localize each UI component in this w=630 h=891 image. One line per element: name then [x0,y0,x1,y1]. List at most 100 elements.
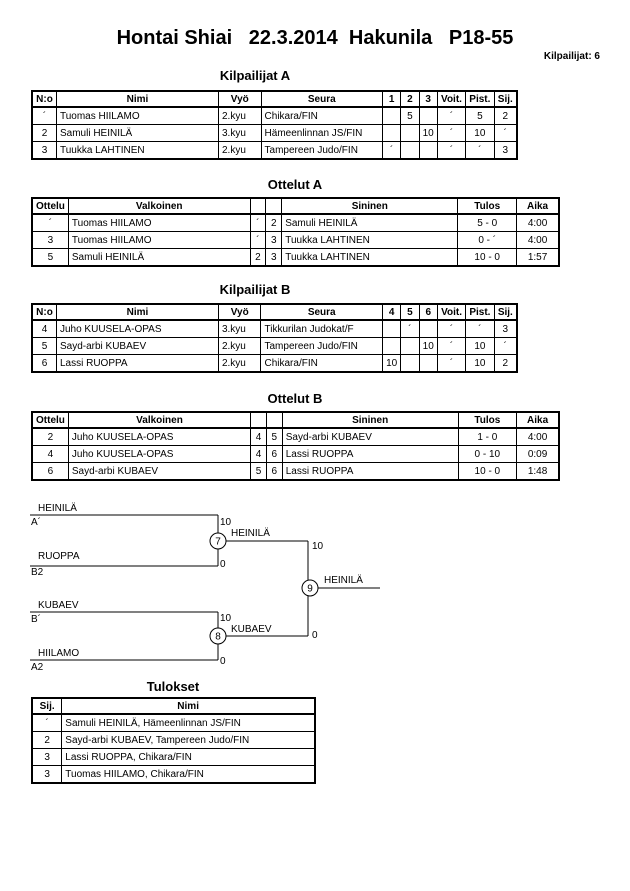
final-winner: HEINILÄ [324,574,363,586]
column-header: Vyö [218,90,262,108]
m8-bottom-name: HIILAMO [38,648,79,659]
table-cell: Lassi RUOPPA [281,462,459,481]
table-cell [381,337,402,355]
table-cell: 0 - ´ [457,231,518,249]
column-header: Ottelu [31,411,69,429]
table-cell: Lassi RUOPPA [55,354,219,373]
table-cell [418,319,438,338]
column-header: Sij. [493,303,518,321]
table-cell: 4 [31,319,57,338]
column-header: Seura [260,303,383,321]
table-cell [382,124,402,142]
table-cell: 5 [465,106,495,125]
column-header: Nimi [55,303,219,321]
column-header: 5 [400,303,420,321]
table-cell: 1:48 [516,462,560,481]
table-cell: 3 [493,141,518,160]
column-header: Aika [516,411,560,429]
table-cell: Tampereen Judo/FIN [260,141,384,160]
table-cell: ´ [31,213,69,232]
table-cell: 3 [265,231,283,249]
table-cell: 5 [265,427,283,446]
table-cell: ´ [465,319,495,338]
column-header: Nimi [55,90,220,108]
table-cell: ´ [382,141,402,160]
column-header: Sininen [281,411,459,429]
table-cell: ´ [436,124,467,142]
column-header: Voit. [436,90,467,108]
table-cell: 4 [250,445,267,463]
column-header: 3 [418,90,438,108]
table-cell: ´ [436,319,467,338]
final-bottom-score: 0 [312,630,318,641]
table-cell [381,319,402,338]
table-cell: Lassi RUOPPA, Chikara/FIN [61,748,316,766]
table-cell: 10 [381,354,402,373]
m7-top-seed: A´ [31,516,41,528]
table-cell: 4 [31,445,69,463]
table-cell: Samuli HEINILÄ [55,124,220,142]
table-cell: Chikara/FIN [260,354,383,373]
column-header: Valkoinen [67,411,252,429]
table-cell [418,106,438,125]
table-cell: Samuli HEINILÄ, Hämeenlinnan JS/FIN [61,713,316,732]
table-cell: 10 [418,337,438,355]
table-cell: ´ [493,337,518,355]
table-cell: ´ [493,124,518,142]
column-header: Vyö [217,303,262,321]
table-cell [400,124,420,142]
table-cell: ´ [249,231,267,249]
column-header [249,197,267,215]
table-cell [400,141,420,160]
table-cell: ´ [249,213,267,232]
table-cell: Tuomas HIILAMO [55,106,220,125]
result-row: ´Samuli HEINILÄ, Hämeenlinnan JS/FIN [31,713,316,732]
table-cell: ´ [465,141,495,160]
table-cell: 1:57 [516,248,560,267]
m7-bottom-score: 0 [220,559,226,570]
results-title: Tulokset [146,679,200,694]
column-header: Pist. [465,90,495,108]
m8-top-score: 10 [220,613,232,624]
table-cell: 3.kyu [218,124,262,142]
table-cell: 3 [31,765,63,784]
m7-number: 7 [215,537,221,548]
table-cell: 10 [465,354,495,373]
column-header: N:o [31,90,57,108]
column-header: 2 [400,90,420,108]
m8-top-seed: B´ [31,613,41,625]
final-number: 9 [307,584,313,595]
table-cell: 0:09 [516,445,560,463]
column-header [250,411,267,429]
column-header: Sij. [31,697,63,715]
table-cell: 3 [31,141,57,160]
column-header: Aika [516,197,560,215]
table-cell: 3 [265,248,283,267]
column-header [265,197,283,215]
final-top-score: 10 [312,541,324,552]
table-cell: Juho KUUSELA-OPAS [67,427,252,446]
table-cell: 6 [265,462,283,481]
page-title: Hontai Shiai 22.3.2014 Hakunila P18-55 [116,27,514,49]
table-cell: Sayd-arbi KUBAEV [67,462,252,481]
table-cell: Tampereen Judo/FIN [260,337,383,355]
table-cell: 2 [31,731,63,749]
table-cell: 2 [31,124,57,142]
table-cell: Lassi RUOPPA [281,445,459,463]
m7-top-score: 10 [220,517,232,528]
competitor-count: Kilpailijat: 6 [543,51,600,62]
m8-top-name: KUBAEV [38,600,79,611]
column-header: Sininen [281,197,459,215]
table-cell: 5 [400,106,420,125]
table-cell: 4 [250,427,267,446]
